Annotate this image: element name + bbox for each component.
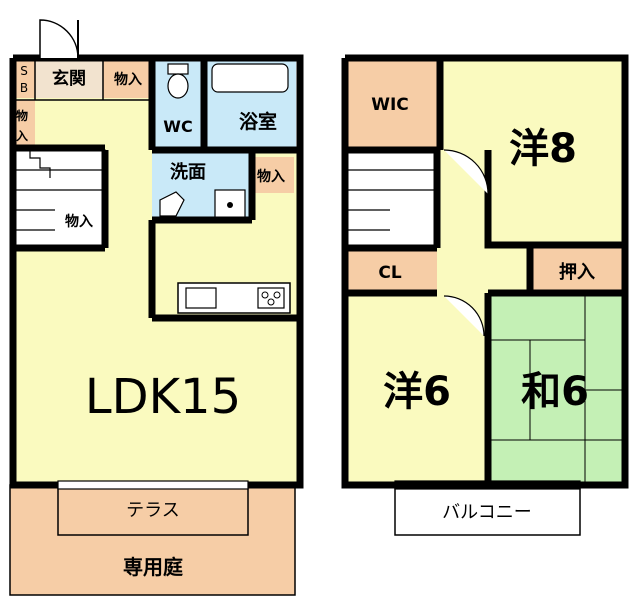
sink-icon bbox=[185, 287, 217, 309]
entrance-area bbox=[35, 58, 103, 98]
storage-wash-label: 物入 bbox=[257, 168, 285, 185]
ldk-label: LDK15 bbox=[85, 369, 241, 425]
western6-label: 洋6 bbox=[383, 369, 451, 415]
floor2-outer-wall bbox=[341, 54, 629, 489]
storage-stairs-label: 物入 bbox=[65, 213, 93, 230]
storage-left-label-1: 物 bbox=[16, 108, 28, 123]
floor1-window bbox=[57, 480, 249, 490]
oshiire-area bbox=[530, 248, 625, 293]
storage-left bbox=[13, 100, 35, 148]
oshiire-label: 押入 bbox=[559, 261, 595, 283]
entrance-label: 玄関 bbox=[52, 68, 86, 89]
terrace-area bbox=[57, 484, 249, 536]
sb-label-1: S bbox=[20, 64, 28, 78]
floor-2: WIC 洋8 CL 押入 洋6 和6 バルコニー bbox=[341, 54, 629, 536]
door-western8 bbox=[443, 149, 489, 195]
floor-1: S B 玄関 物入 物 入 物入 WC 浴室 洗面 物入 LDK15 テラス 専… bbox=[9, 19, 304, 596]
washroom-label: 洗面 bbox=[170, 161, 206, 183]
storage-left-label-2: 入 bbox=[16, 129, 28, 143]
front-door-swing bbox=[39, 19, 79, 59]
sb-label-2: B bbox=[20, 81, 28, 95]
storage-entrance bbox=[103, 58, 153, 98]
wall-western8 bbox=[484, 150, 625, 249]
cl-label: CL bbox=[378, 263, 401, 283]
basin-icon bbox=[159, 191, 185, 217]
western8-label: 洋8 bbox=[509, 126, 577, 172]
wc-label: WC bbox=[163, 117, 192, 136]
cl-area bbox=[345, 248, 437, 293]
japanese6-label: 和6 bbox=[521, 369, 589, 415]
door-western6 bbox=[443, 295, 485, 337]
stove-icon bbox=[257, 287, 285, 309]
kitchen-counter bbox=[177, 282, 291, 314]
wic-label: WIC bbox=[371, 95, 409, 115]
bathtub-icon bbox=[211, 63, 289, 93]
stairs-floor1 bbox=[12, 149, 106, 247]
balcony-label: バルコニー bbox=[442, 502, 532, 523]
wic-area bbox=[345, 58, 440, 150]
sb-closet bbox=[13, 58, 35, 98]
tatami-lines bbox=[488, 295, 625, 485]
toilet-icon bbox=[167, 63, 189, 99]
garden-label: 専用庭 bbox=[123, 555, 183, 579]
stairs-floor2 bbox=[344, 149, 438, 247]
terrace-label: テラス bbox=[126, 500, 180, 521]
storage-entrance-label: 物入 bbox=[114, 71, 142, 88]
bath-label: 浴室 bbox=[239, 110, 277, 133]
